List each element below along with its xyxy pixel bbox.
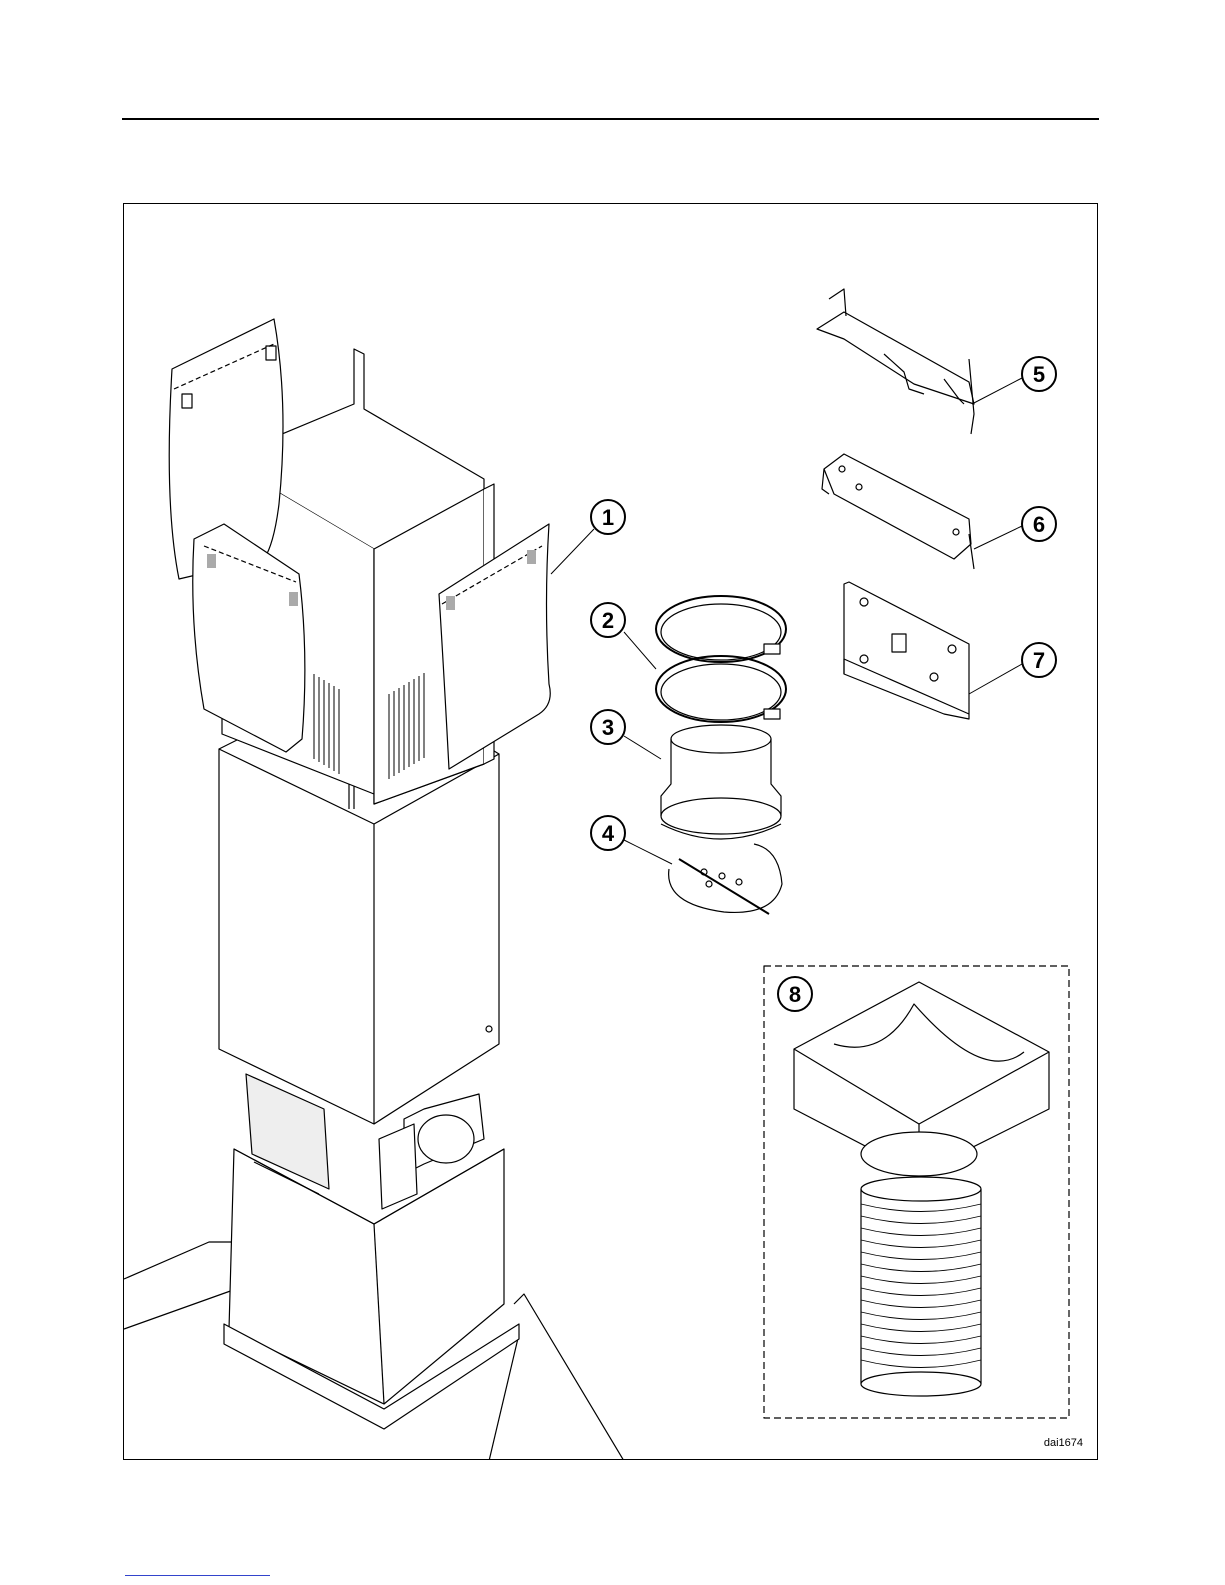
motor-housing [224, 1074, 519, 1429]
callout-4: 4 [591, 816, 625, 850]
exploded-parts-diagram: 1 2 3 4 5 6 7 8 dai1674 [123, 203, 1098, 1460]
callout-1: 1 [591, 500, 625, 534]
svg-text:2: 2 [602, 608, 614, 633]
callout-5: 5 [1022, 357, 1056, 391]
svg-text:8: 8 [789, 982, 801, 1007]
svg-text:6: 6 [1033, 512, 1045, 537]
svg-text:4: 4 [602, 821, 615, 846]
callout-8: 8 [778, 977, 812, 1011]
upper-support-bracket [817, 289, 974, 434]
duct-adapter [661, 725, 781, 839]
callout-7: 7 [1022, 643, 1056, 677]
lower-support-bracket [822, 454, 974, 569]
svg-text:3: 3 [602, 715, 614, 740]
drawing-code: dai1674 [1044, 1437, 1083, 1449]
wall-mounting-plate [844, 582, 969, 719]
svg-text:1: 1 [602, 505, 614, 530]
svg-text:7: 7 [1033, 648, 1045, 673]
callout-3: 3 [591, 710, 625, 744]
callout-6: 6 [1022, 507, 1056, 541]
svg-text:5: 5 [1033, 362, 1045, 387]
header-rule [122, 118, 1099, 120]
hose-clamps [656, 596, 786, 722]
callout-2: 2 [591, 603, 625, 637]
recirculation-kit [794, 982, 1049, 1396]
back-draft-flap [669, 844, 782, 914]
footer-link-underline[interactable] [125, 1575, 270, 1576]
